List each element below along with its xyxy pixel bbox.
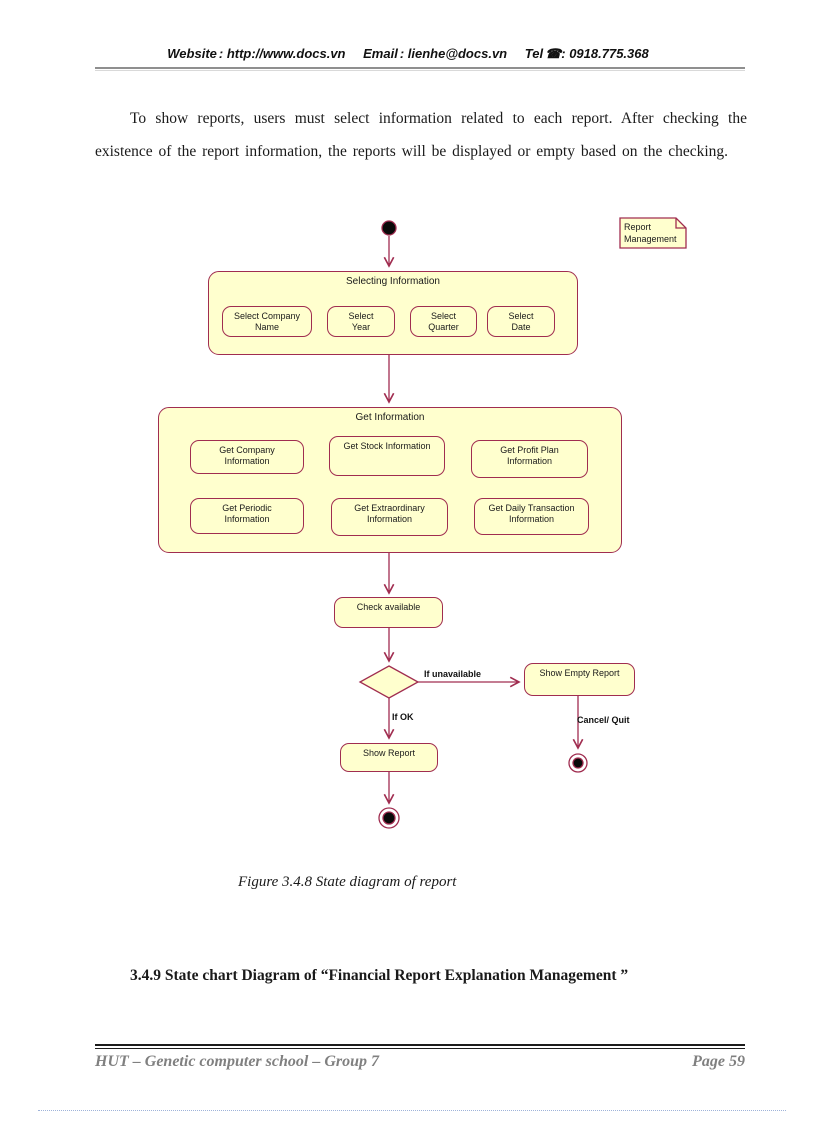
state-get-company-information: Get Company Information <box>190 440 304 474</box>
state-get-periodic-information: Get Periodic Information <box>190 498 304 534</box>
email-value: : lienhe@docs.vn <box>399 46 508 61</box>
state-select-company-name: Select Company Name <box>222 306 312 337</box>
uml-note-report-management: Report Management <box>624 222 677 244</box>
figure-caption: Figure 3.4.8 State diagram of report <box>238 874 457 890</box>
state-get-stock-information: Get Stock Information <box>329 436 445 476</box>
transition-label-if-unavailable: If unavailable <box>424 669 482 679</box>
state-show-empty-report: Show Empty Report <box>524 663 635 696</box>
page-header: Website: http://www.docs.vn Email: lienh… <box>0 46 816 62</box>
header-website: Website: http://www.docs.vn <box>167 46 345 61</box>
state-get-profit-plan-information: Get Profit Plan Information <box>471 440 588 478</box>
note-fold <box>675 218 686 229</box>
bottom-dotted-line <box>38 1110 786 1111</box>
decision-diamond <box>358 665 420 699</box>
transition-label-cancel-quit: Cancel/ Quit <box>577 715 630 725</box>
tel-label: Tel <box>524 46 544 61</box>
transition-label-if-ok: If OK <box>392 712 414 722</box>
final-node-bottom-core <box>382 811 396 825</box>
state-check-available: Check available <box>334 597 443 628</box>
website-label: Website <box>167 46 217 61</box>
state-show-report: Show Report <box>340 743 438 772</box>
state-select-date: Select Date <box>487 306 555 337</box>
tel-value: : 0918.775.368 <box>561 46 649 61</box>
state-diagram: Report Management Selecting Information … <box>0 195 816 855</box>
body-paragraph: To show reports, users must select infor… <box>95 109 747 160</box>
website-value: : http://www.docs.vn <box>218 46 346 61</box>
page-footer: HUT – Genetic computer school – Group 7 … <box>95 1053 745 1071</box>
composite-title: Selecting Information <box>346 276 440 287</box>
composite-title: Get Information <box>355 412 425 423</box>
section-heading: 3.4.9 State chart Diagram of “Financial … <box>130 967 629 984</box>
state-get-daily-transaction-information: Get Daily Transaction Information <box>474 498 589 535</box>
state-get-extraordinary-information: Get Extraordinary Information <box>331 498 448 536</box>
phone-icon: ☎ <box>545 46 562 61</box>
footer-divider <box>95 1044 745 1049</box>
footer-left-text: HUT – Genetic computer school – Group 7 <box>95 1053 379 1070</box>
header-email: Email: lienhe@docs.vn <box>363 46 507 61</box>
diagram-connectors <box>358 217 687 829</box>
final-node-right-core <box>572 757 584 769</box>
email-label: Email <box>363 46 398 61</box>
page-number: Page 59 <box>692 1053 745 1070</box>
note-shape <box>619 217 687 249</box>
header-divider <box>95 67 745 71</box>
state-select-quarter: Select Quarter <box>410 306 477 337</box>
header-tel: Tel☎: 0918.775.368 <box>525 46 649 61</box>
state-select-year: Select Year <box>327 306 395 337</box>
start-node <box>381 220 397 236</box>
